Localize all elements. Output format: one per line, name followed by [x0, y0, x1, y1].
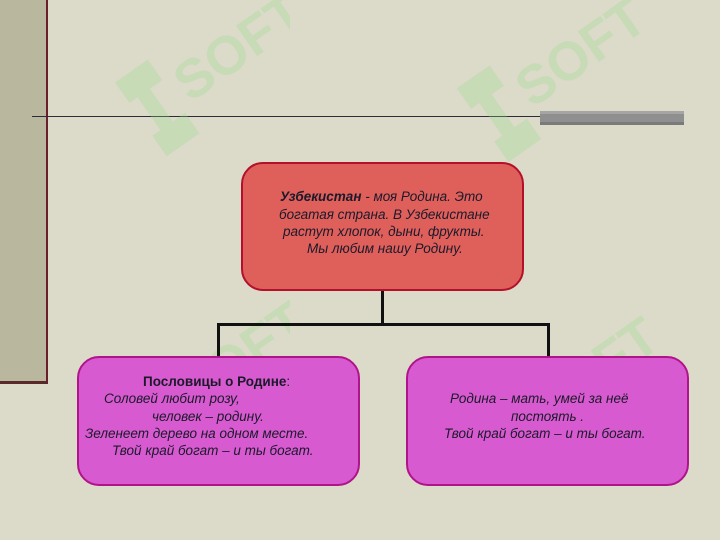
- node-text-line: Мы любим нашу Родину.: [307, 241, 463, 256]
- node-motherland: Родина – мать, умей за неё постоять . Тв…: [406, 356, 689, 486]
- side-band-border: [46, 0, 48, 384]
- node-heading: Пословицы о Родине:: [143, 374, 290, 390]
- node-text-line: Твой край богат – и ты богат.: [112, 443, 314, 458]
- node-text-line: постоять .: [511, 409, 585, 424]
- node-text-line: Зеленеет дерево на одном месте.: [85, 426, 309, 441]
- connector-vertical-top: [381, 291, 384, 325]
- node-text-line: Узбекистан - моя Родина. Это: [280, 189, 483, 205]
- header-rule: [32, 116, 682, 117]
- connector-vertical-left: [217, 323, 220, 357]
- watermark-logo: SOFT: [456, 0, 650, 163]
- node-text-line: Родина – мать, умей за неё: [450, 391, 629, 406]
- node-heading-text: Пословицы о Родине: [143, 374, 287, 389]
- node-title-rest: - моя Родина. Это: [361, 189, 483, 204]
- svg-text:SOFT: SOFT: [505, 0, 650, 119]
- node-proverbs: Пословицы о Родине: Соловей любит розу, …: [77, 356, 360, 486]
- connector-horizontal: [217, 323, 550, 326]
- node-heading-colon: :: [286, 374, 291, 389]
- side-band: [0, 0, 46, 383]
- svg-text:SOFT: SOFT: [163, 0, 290, 113]
- node-text-line: растут хлопок, дыни, фрукты.: [283, 224, 485, 239]
- node-text-line: человек – родину.: [152, 409, 264, 424]
- header-rule-bar: [540, 111, 684, 125]
- node-text-line: Соловей любит розу,: [104, 391, 240, 406]
- connector-vertical-right: [547, 323, 550, 357]
- side-band-bottom-edge: [0, 381, 48, 384]
- node-text-line: Твой край богат – и ты богат.: [444, 426, 646, 441]
- node-uzbekistan: Узбекистан - моя Родина. Это богатая стр…: [241, 162, 524, 291]
- node-text-line: богатая страна. В Узбекистане: [279, 207, 490, 222]
- watermark-logo: SOFT: [115, 0, 290, 157]
- node-title: Узбекистан: [280, 189, 362, 204]
